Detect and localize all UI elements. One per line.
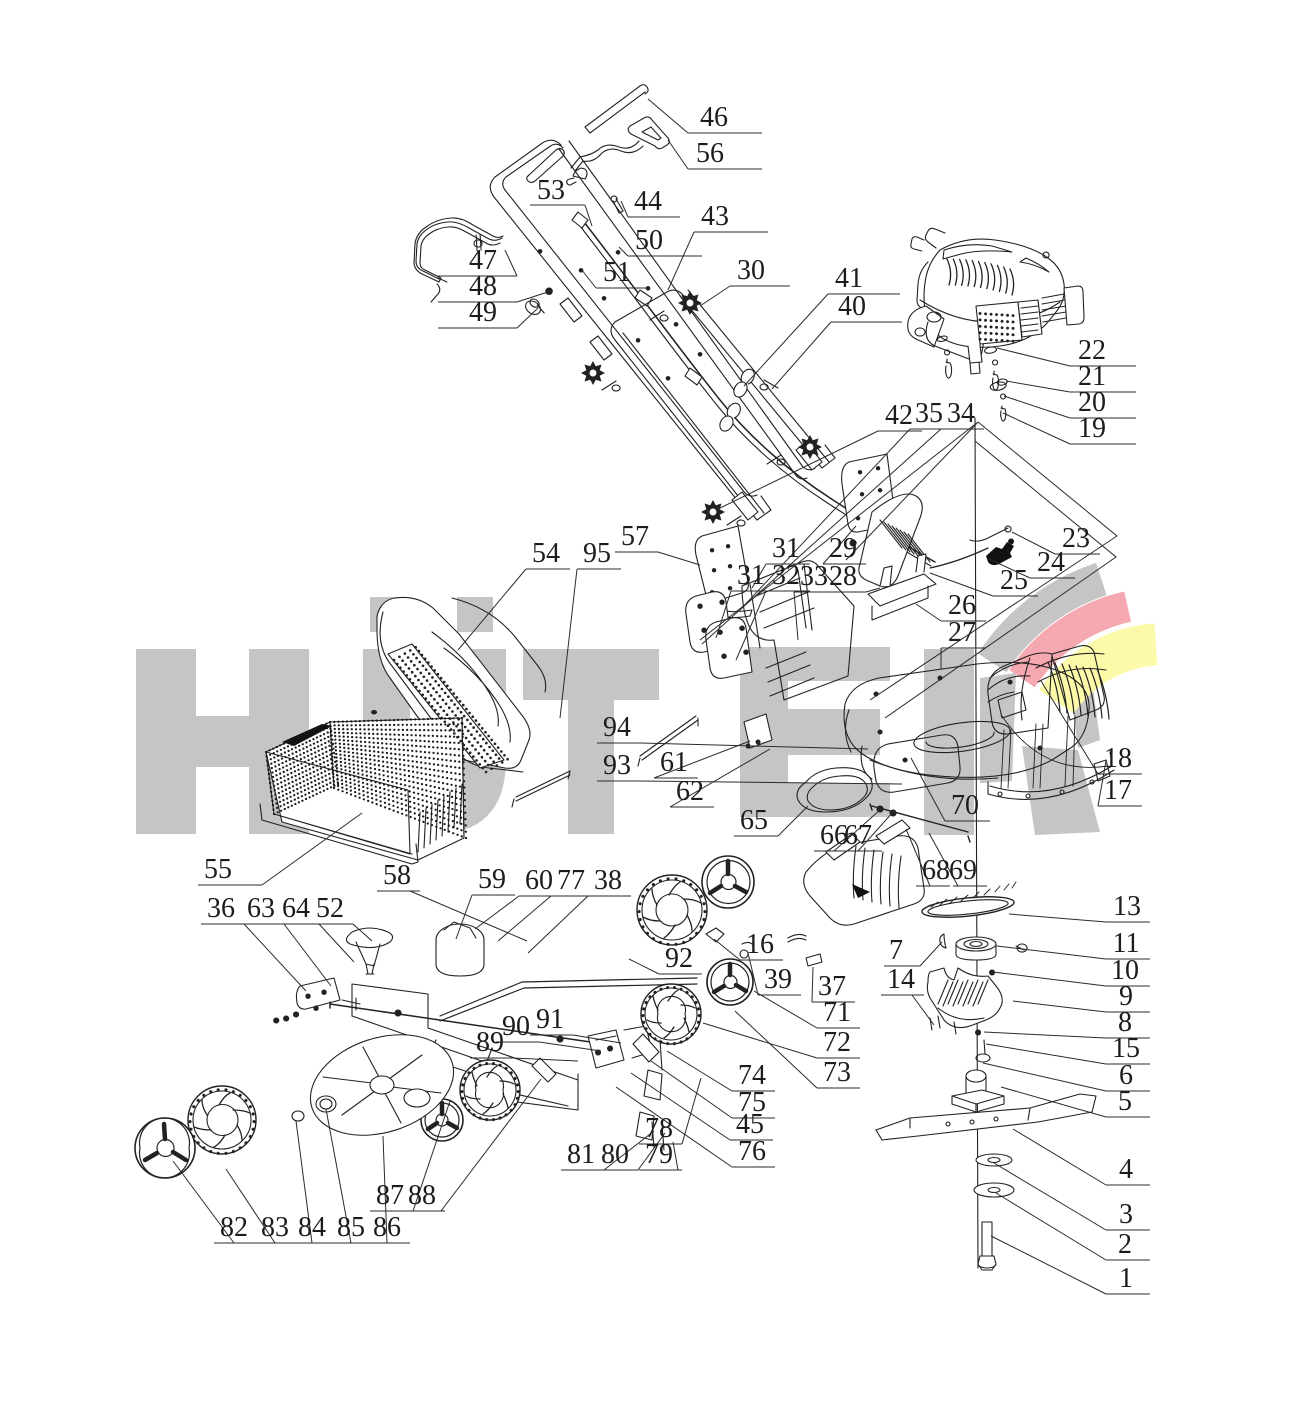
svg-text:4: 4 (1119, 1154, 1133, 1185)
svg-text:49: 49 (469, 297, 497, 328)
svg-text:10: 10 (1111, 955, 1139, 986)
svg-text:60: 60 (525, 865, 553, 896)
svg-text:24: 24 (1037, 547, 1065, 578)
svg-text:42: 42 (885, 400, 913, 431)
svg-text:74: 74 (738, 1060, 766, 1091)
svg-text:23: 23 (1062, 523, 1090, 554)
svg-text:95: 95 (583, 538, 611, 569)
svg-text:3: 3 (1119, 1199, 1133, 1230)
svg-text:64: 64 (282, 893, 310, 924)
svg-text:26: 26 (948, 590, 976, 621)
svg-text:86: 86 (373, 1212, 401, 1243)
svg-text:50: 50 (635, 225, 663, 256)
svg-text:87: 87 (376, 1180, 404, 1211)
svg-text:80: 80 (601, 1139, 629, 1170)
svg-text:38: 38 (594, 865, 622, 896)
svg-text:89: 89 (476, 1027, 504, 1058)
svg-text:29: 29 (829, 533, 857, 564)
svg-text:85: 85 (337, 1212, 365, 1243)
svg-text:7: 7 (889, 935, 903, 966)
svg-text:54: 54 (532, 538, 560, 569)
svg-text:17: 17 (1104, 775, 1132, 806)
svg-text:2: 2 (1118, 1229, 1132, 1260)
svg-text:63: 63 (247, 893, 275, 924)
svg-text:44: 44 (634, 186, 662, 217)
svg-text:94: 94 (603, 712, 631, 743)
svg-text:93: 93 (603, 750, 631, 781)
svg-text:67: 67 (844, 820, 872, 851)
svg-text:65: 65 (740, 805, 768, 836)
svg-text:91: 91 (536, 1004, 564, 1035)
svg-text:92: 92 (665, 943, 693, 974)
svg-text:27: 27 (948, 617, 976, 648)
svg-text:55: 55 (204, 854, 232, 885)
svg-text:35: 35 (915, 398, 943, 429)
svg-text:43: 43 (701, 201, 729, 232)
svg-text:13: 13 (1113, 891, 1141, 922)
svg-text:90: 90 (502, 1011, 530, 1042)
svg-text:40: 40 (838, 291, 866, 322)
svg-text:32: 32 (772, 560, 800, 591)
svg-text:66: 66 (820, 820, 848, 851)
svg-text:75: 75 (738, 1087, 766, 1118)
svg-text:41: 41 (835, 263, 863, 294)
svg-text:11: 11 (1113, 928, 1140, 959)
svg-text:73: 73 (823, 1057, 851, 1088)
svg-text:31: 31 (737, 560, 765, 591)
svg-text:58: 58 (383, 860, 411, 891)
svg-text:8: 8 (1118, 1007, 1132, 1038)
svg-text:28: 28 (829, 561, 857, 592)
svg-text:20: 20 (1078, 387, 1106, 418)
svg-text:83: 83 (261, 1212, 289, 1243)
svg-text:78: 78 (645, 1113, 673, 1144)
svg-text:62: 62 (676, 776, 704, 807)
svg-text:34: 34 (947, 398, 975, 429)
svg-text:53: 53 (537, 175, 565, 206)
svg-text:1: 1 (1119, 1263, 1133, 1294)
svg-text:56: 56 (696, 138, 724, 169)
svg-text:37: 37 (818, 971, 846, 1002)
svg-text:25: 25 (1000, 565, 1028, 596)
svg-text:52: 52 (316, 893, 344, 924)
svg-text:88: 88 (408, 1180, 436, 1211)
svg-text:47: 47 (469, 245, 497, 276)
svg-text:82: 82 (220, 1212, 248, 1243)
svg-text:81: 81 (567, 1139, 595, 1170)
svg-text:18: 18 (1104, 743, 1132, 774)
svg-text:5: 5 (1118, 1086, 1132, 1117)
svg-text:72: 72 (823, 1027, 851, 1058)
svg-text:77: 77 (557, 865, 585, 896)
svg-text:45: 45 (736, 1109, 764, 1140)
svg-text:9: 9 (1119, 981, 1133, 1012)
svg-text:84: 84 (298, 1212, 326, 1243)
svg-text:14: 14 (887, 964, 915, 995)
svg-text:36: 36 (207, 893, 235, 924)
svg-text:70: 70 (951, 790, 979, 821)
svg-text:69: 69 (949, 855, 977, 886)
svg-text:39: 39 (764, 964, 792, 995)
svg-text:79: 79 (645, 1139, 673, 1170)
svg-text:31: 31 (772, 533, 800, 564)
svg-text:21: 21 (1078, 361, 1106, 392)
svg-text:30: 30 (737, 255, 765, 286)
svg-text:6: 6 (1119, 1060, 1133, 1091)
svg-text:22: 22 (1078, 335, 1106, 366)
svg-text:46: 46 (700, 102, 728, 133)
svg-text:61: 61 (660, 747, 688, 778)
svg-text:71: 71 (823, 997, 851, 1028)
svg-text:51: 51 (603, 257, 631, 288)
svg-text:76: 76 (738, 1136, 766, 1167)
svg-text:59: 59 (478, 864, 506, 895)
svg-text:33: 33 (800, 561, 828, 592)
svg-text:57: 57 (621, 521, 649, 552)
svg-text:16: 16 (746, 929, 774, 960)
svg-text:15: 15 (1112, 1033, 1140, 1064)
svg-text:68: 68 (922, 855, 950, 886)
svg-text:19: 19 (1078, 413, 1106, 444)
svg-text:48: 48 (469, 271, 497, 302)
